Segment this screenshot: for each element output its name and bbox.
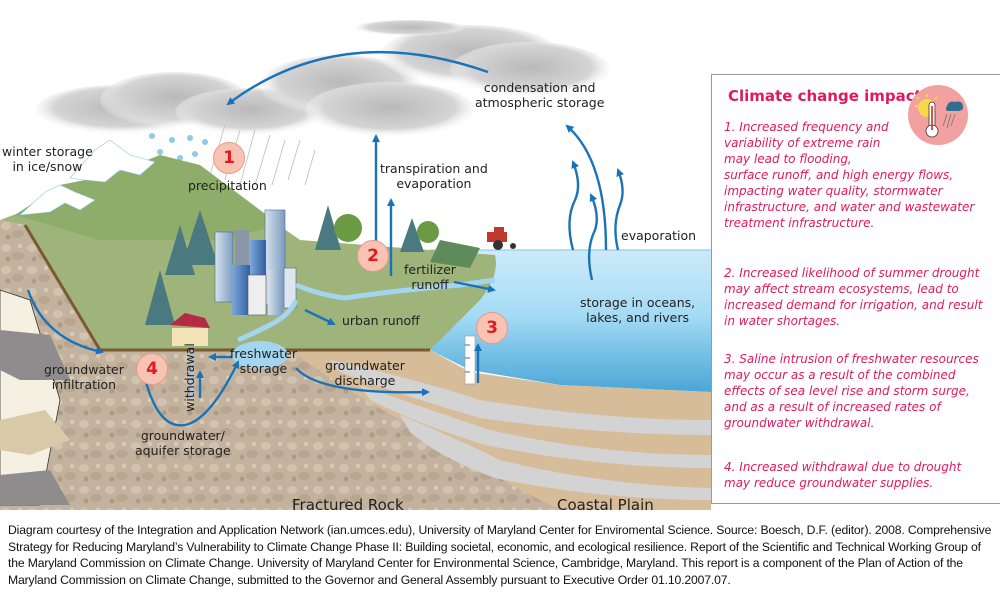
label-fertilizer-runoff: fertilizer runoff: [404, 262, 456, 292]
label-precipitation: precipitation: [188, 178, 267, 193]
arrow-infiltration: [26, 289, 104, 355]
label-freshwater-storage: freshwater storage: [230, 346, 298, 376]
label-winter-storage: winter storage in ice/snow: [2, 144, 93, 174]
coastal-plain-layers: [290, 350, 711, 510]
sea-level-gauge: [464, 335, 476, 385]
arrow-condensation-to-precipitation: [226, 51, 489, 106]
bedrock-blocks: [0, 289, 70, 506]
marker-1: 1: [213, 142, 245, 174]
label-storage-oceans: storage in oceans, lakes, and rivers: [580, 295, 696, 325]
marker-3: 3: [476, 312, 508, 344]
label-fractured-rock: Fractured Rock: [292, 496, 404, 514]
source-caption: Diagram courtesy of the Integration and …: [8, 523, 992, 587]
label-urban-runoff: urban runoff: [342, 313, 420, 328]
arrow-urban-runoff: [304, 308, 336, 326]
arrow-evaporation-3: [614, 168, 624, 251]
arrow-evaporation-1: [568, 160, 580, 251]
clouds: [35, 20, 610, 138]
ocean: [430, 250, 711, 392]
label-transpiration: transpiration and evaporation: [380, 161, 488, 191]
thermometer-sun-rain-icon: [908, 85, 968, 145]
marker-2: 2: [357, 240, 389, 272]
label-groundwater-infiltration: groundwater infiltration: [44, 362, 124, 392]
label-coastal-plain: Coastal Plain: [557, 496, 654, 514]
city-buildings: [214, 209, 297, 316]
water-cycle-illustration: [0, 20, 711, 510]
arrow-evaporation-2: [587, 193, 598, 281]
impact-item-2: 2. Increased likelihood of summer drough…: [724, 266, 983, 328]
label-aquifer-storage: groundwater/ aquifer storage: [135, 428, 231, 458]
arrow-fertilizer-runoff: [453, 280, 496, 293]
label-evaporation: evaporation: [621, 228, 697, 243]
label-groundwater-discharge: groundwater discharge: [325, 358, 405, 388]
freshwater-pond: [232, 341, 288, 369]
climate-impacts-panel: Climate change impacts 1. Increased freq…: [711, 74, 1000, 504]
impact-item-3: 3. Saline intrusion of freshwater resour…: [724, 352, 979, 430]
flow-arrows: [26, 51, 624, 427]
arrow-groundwater-discharge: [295, 367, 430, 397]
marker-4: 4: [136, 353, 168, 385]
label-withdrawal: withdrawal: [181, 343, 197, 412]
panel-title: Climate change impacts: [728, 87, 931, 105]
impact-item-1: 1. Increased frequency and variability o…: [724, 120, 975, 230]
arrow-evaporation-main: [565, 124, 608, 251]
label-condensation: condensation and atmospheric storage: [475, 80, 605, 110]
rivers: [237, 277, 496, 343]
trees: [145, 205, 480, 325]
impact-item-4: 4. Increased withdrawal due to drought m…: [724, 460, 962, 490]
mountains: [15, 139, 280, 240]
arrow-aquifer-loop: [140, 360, 240, 427]
house-icon: [170, 313, 210, 346]
tractor-icon: [487, 227, 516, 250]
